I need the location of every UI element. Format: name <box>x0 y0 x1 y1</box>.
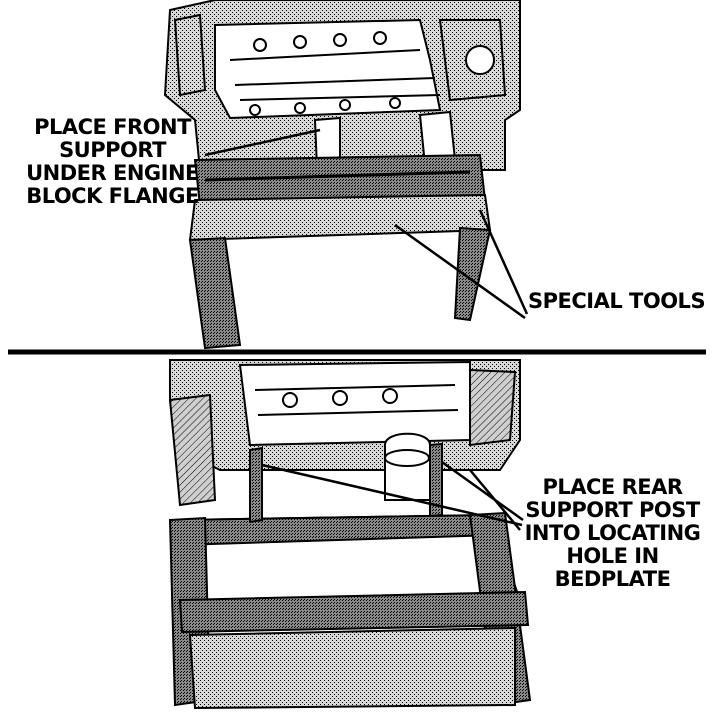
front-support-leader <box>204 128 321 157</box>
bottom-leader-lines <box>261 460 524 531</box>
callout-line: SUPPORT <box>59 138 166 162</box>
callout-line: PLACE REAR <box>542 475 683 499</box>
bottom-panel-illustration <box>168 359 532 710</box>
callout-line: INTO LOCATING <box>524 521 701 545</box>
top-panel-illustration <box>163 0 529 350</box>
rear-support-leader-3 <box>469 469 521 531</box>
callout-line: SPECIAL TOOLS <box>528 289 706 313</box>
rear-support-leader-1 <box>261 463 523 527</box>
top-leader-lines <box>204 128 529 320</box>
special-tools-callout: SPECIAL TOOLS <box>528 289 706 313</box>
rear-support-leader-2 <box>441 460 524 522</box>
special-tools-leader-1 <box>394 223 526 320</box>
special-tools-leader-2 <box>478 209 529 315</box>
engine-block-top <box>163 0 521 194</box>
rear-support-callout: PLACE REAR SUPPORT POST INTO LOCATING HO… <box>520 476 705 591</box>
special-tool-fixture-bottom <box>168 442 532 710</box>
callout-line: PLACE FRONT <box>34 115 191 139</box>
engine-block-bottom <box>168 359 521 507</box>
callout-line: HOLE IN <box>566 544 659 568</box>
callout-line: BEDPLATE <box>554 567 671 591</box>
callout-line: UNDER ENGINE <box>26 161 199 185</box>
front-support-callout: PLACE FRONT SUPPORT UNDER ENGINE BLOCK F… <box>20 116 205 208</box>
special-tool-fixture-top <box>188 153 492 350</box>
callout-line: BLOCK FLANGE <box>26 184 199 208</box>
callout-line: SUPPORT POST <box>525 498 700 522</box>
